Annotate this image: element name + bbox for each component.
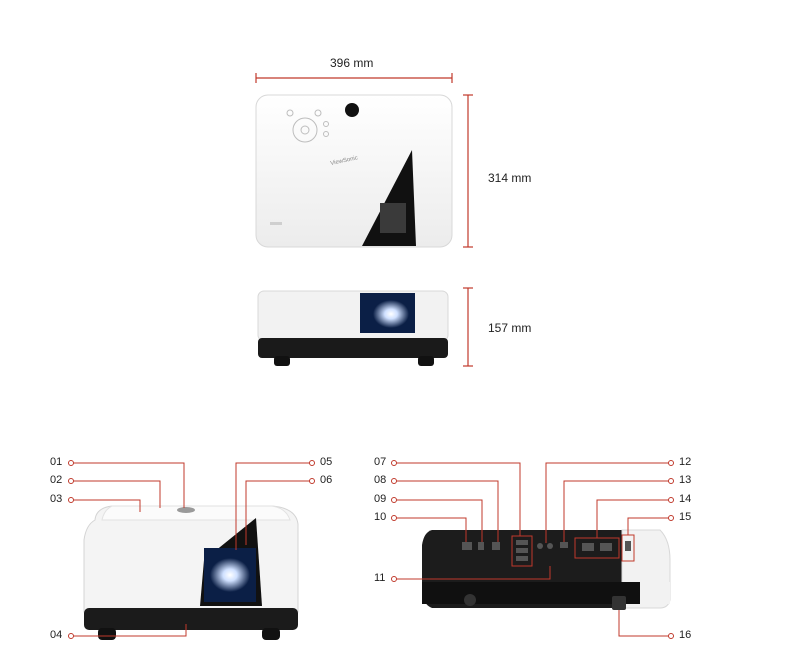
- foot-left: [274, 356, 290, 366]
- projector-front-body: [257, 290, 449, 342]
- angled-sensor: [177, 507, 195, 513]
- angled-body: [83, 505, 299, 613]
- callout-03: 03: [50, 493, 63, 505]
- depth-dimension-line: [463, 94, 473, 248]
- top-model-badge: [270, 222, 282, 225]
- rear-kensington: [612, 596, 626, 610]
- top-lens: [380, 203, 406, 233]
- projector-front-base: [258, 338, 448, 358]
- callout-07: 07: [374, 456, 387, 468]
- top-view: ViewSonic: [255, 73, 473, 248]
- angled-front-view: [68, 460, 315, 640]
- callout-14: 14: [679, 493, 692, 505]
- angled-foot-left: [98, 628, 116, 640]
- callout-05: 05: [320, 456, 333, 468]
- rear-base-white: [640, 582, 670, 604]
- callout-08: 08: [374, 474, 387, 486]
- rear-base: [422, 582, 670, 604]
- width-dimension-line: [255, 73, 453, 83]
- rear-view: [391, 460, 674, 639]
- callout-15: 15: [679, 511, 692, 523]
- callout-12: 12: [679, 456, 692, 468]
- height-dimension-line: [463, 287, 473, 367]
- callout-01: 01: [50, 456, 63, 468]
- callout-02: 02: [50, 474, 63, 486]
- angled-base: [84, 608, 298, 630]
- callout-09: 09: [374, 493, 387, 505]
- callout-11: 11: [374, 572, 386, 584]
- projector-top-body: [255, 94, 453, 248]
- callout-16: 16: [679, 629, 692, 641]
- depth-dimension-label: 314 mm: [488, 171, 532, 185]
- top-sensor: [345, 103, 359, 117]
- callout-04: 04: [50, 629, 63, 641]
- width-dimension-label: 396 mm: [330, 56, 374, 70]
- front-leader-lines: [68, 460, 315, 639]
- foot-right: [418, 356, 434, 366]
- top-brand-logo: ViewSonic: [330, 155, 359, 167]
- front-lens-icon: [373, 300, 409, 328]
- callout-13: 13: [679, 474, 692, 486]
- control-pad-icon: [286, 109, 329, 143]
- height-dimension-label: 157 mm: [488, 321, 532, 335]
- angled-foot-right: [262, 628, 280, 640]
- rear-port-panel: [462, 534, 635, 567]
- rear-leader-lines: [391, 460, 674, 639]
- callout-10: 10: [374, 511, 387, 523]
- front-view: [257, 287, 473, 367]
- rear-foot: [464, 594, 476, 606]
- callout-06: 06: [320, 474, 333, 486]
- angled-lens-icon: [210, 558, 250, 592]
- angled-top-panel: [101, 505, 291, 521]
